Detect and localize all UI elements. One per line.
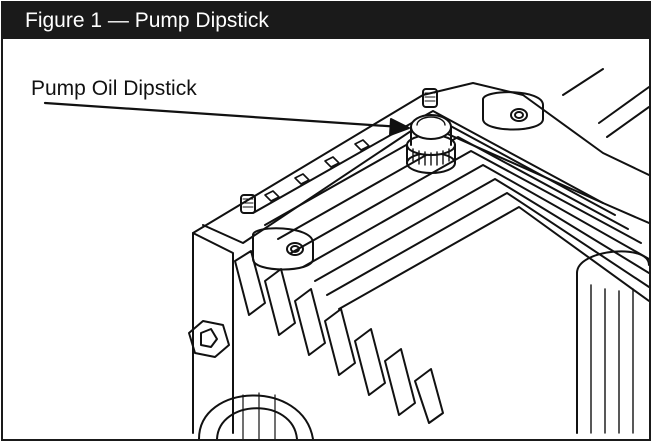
bolt-left (240, 194, 256, 214)
housing-outline (192, 82, 649, 434)
pump-illustration (43, 68, 649, 439)
bottom-port (198, 392, 314, 439)
callout-arrow (43, 101, 410, 136)
callout-label: Pump Oil Dipstick (31, 77, 197, 100)
bolt-right (422, 88, 438, 108)
mount-boss-left (252, 227, 314, 271)
rib-notches (264, 139, 370, 202)
right-cylinder (576, 250, 649, 434)
hex-socket (188, 320, 230, 358)
oil-dipstick-cap (406, 114, 456, 174)
housing-left-wall (192, 232, 234, 434)
figure-title: Figure 1 — Pump Dipstick (3, 3, 649, 39)
mount-boss-right (482, 91, 544, 131)
front-fins (234, 250, 444, 424)
shaft-lines (562, 68, 649, 138)
